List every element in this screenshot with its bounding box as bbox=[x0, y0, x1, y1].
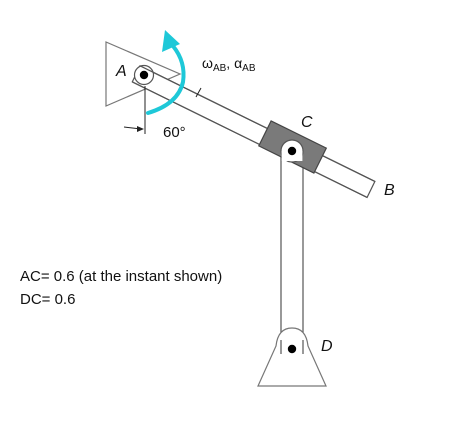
kinematics-separator: , bbox=[226, 55, 234, 71]
support-d bbox=[257, 327, 327, 387]
pin-a bbox=[139, 70, 149, 80]
label-c: C bbox=[301, 114, 313, 131]
link-dc bbox=[280, 149, 304, 357]
alpha-symbol: α bbox=[234, 55, 242, 71]
angle-arrow-head-icon bbox=[137, 126, 144, 132]
omega-leader bbox=[195, 87, 202, 98]
note-ac: AC= 0.6 (at the instant shown) bbox=[20, 268, 222, 285]
angle-label: 60° bbox=[163, 124, 186, 141]
omega-symbol: ω bbox=[202, 55, 213, 71]
omega-subscript: AB bbox=[213, 63, 227, 74]
label-d: D bbox=[321, 338, 333, 355]
kinematics-label: ωAB, αAB bbox=[202, 55, 256, 74]
angular-arrow-arc bbox=[146, 44, 186, 115]
note-dc: DC= 0.6 bbox=[20, 291, 75, 308]
alpha-subscript: AB bbox=[242, 63, 256, 74]
label-b: B bbox=[384, 182, 395, 199]
pin-c bbox=[287, 146, 297, 156]
angular-arrow-head-icon bbox=[162, 30, 180, 52]
pin-d bbox=[287, 344, 297, 354]
label-a: A bbox=[115, 63, 127, 80]
